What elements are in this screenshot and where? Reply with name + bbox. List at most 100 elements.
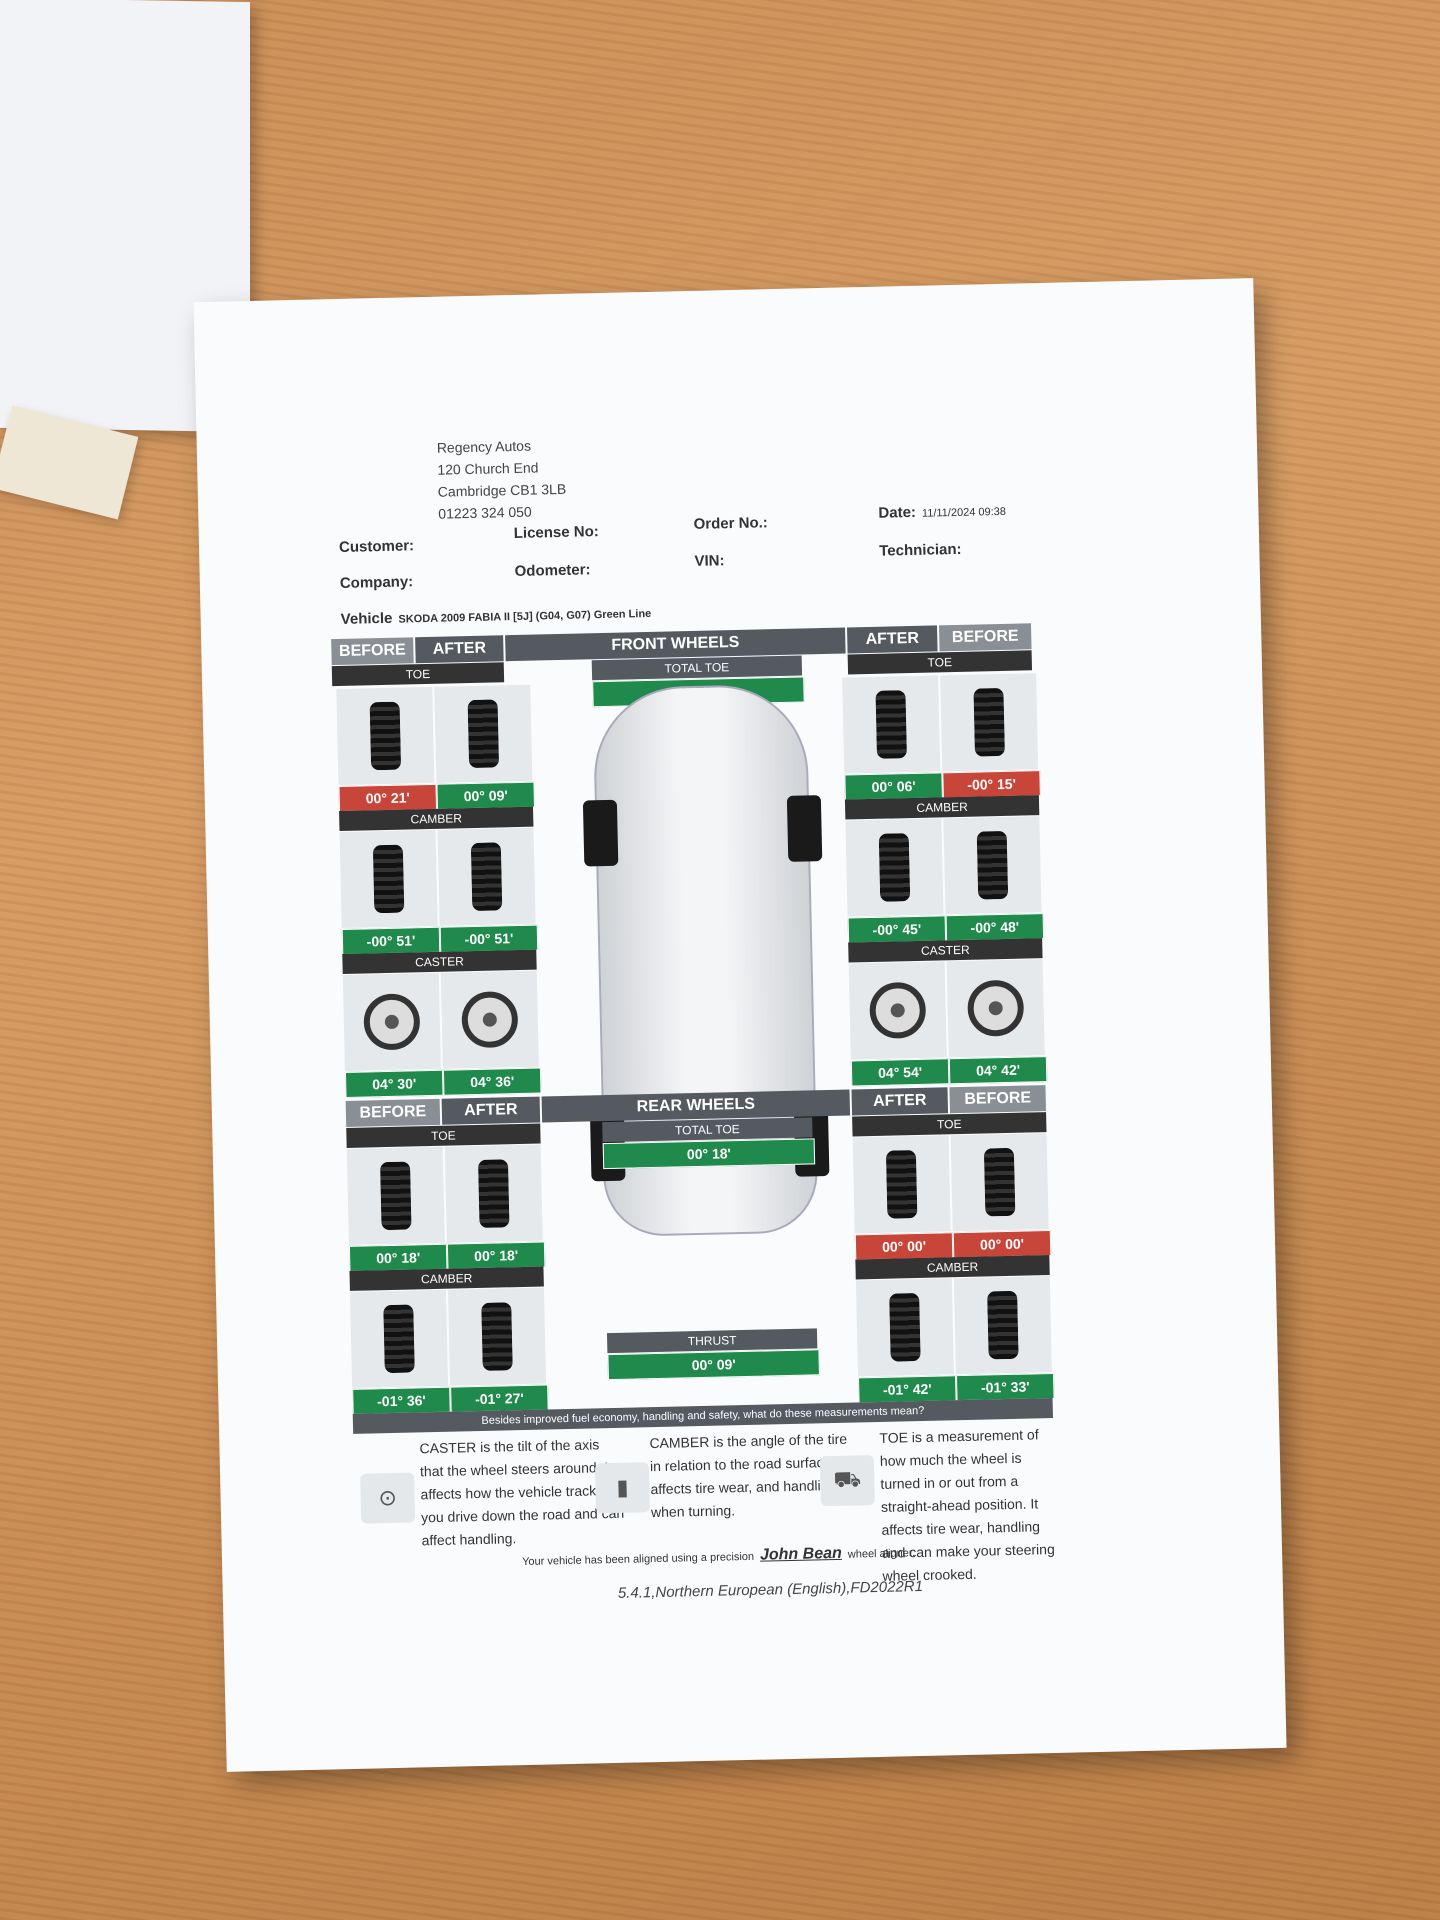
front-right-camber-before-value: -00° 48'	[945, 913, 1045, 942]
shop-street: 120 Church End	[437, 459, 539, 478]
rear-left-camber-before-value: -01° 36'	[352, 1386, 451, 1415]
toe-car-icon: ⛟	[819, 1455, 875, 1507]
technician-label: Technician:	[879, 540, 962, 560]
shop-name: Regency Autos	[436, 437, 532, 456]
software-version: 5.4.1,Northern European (English),FD2022…	[617, 1577, 924, 1602]
front-right-toe-after-image	[842, 675, 941, 774]
wheel-icon	[461, 991, 519, 1049]
rear-left-after-header: AFTER	[441, 1096, 541, 1125]
date-field: Date: 11/11/2024 09:38	[878, 502, 1006, 522]
customer-label: Customer:	[338, 537, 415, 556]
front-right-caster-before-image	[946, 959, 1045, 1058]
tire-icon	[878, 833, 911, 902]
tire-icon	[973, 687, 1005, 757]
front-left-toe-after-value: 00° 09'	[436, 781, 536, 810]
rear-right-camber-before-value: -01° 33'	[956, 1372, 1055, 1402]
front-left-camber-after-value: -00° 51'	[439, 924, 539, 953]
front-right-toe-before-value: -00° 15'	[942, 770, 1041, 799]
thrust-value: 00° 09'	[607, 1349, 820, 1381]
front-left-toe-before-value: 00° 21'	[338, 783, 438, 813]
rear-right-toe-before-image	[950, 1133, 1049, 1232]
tire-icon	[987, 1290, 1019, 1360]
shop-phone: 01223 324 050	[438, 503, 532, 522]
tire-icon	[470, 842, 503, 912]
rear-right-after-header: AFTER	[851, 1087, 949, 1116]
front-right-after-header: AFTER	[847, 625, 938, 654]
tire-icon	[372, 844, 405, 914]
vin-label: VIN:	[694, 552, 725, 570]
rear-left-before-header: BEFORE	[345, 1098, 441, 1127]
rear-left-camber-before-image	[349, 1289, 449, 1388]
footer-prefix: Your vehicle has been aligned using a pr…	[521, 1550, 755, 1569]
rear-left-toe-after-image	[444, 1144, 543, 1243]
front-left-toe-before-image	[336, 686, 435, 786]
rear-right-toe-before-value: 00° 00'	[952, 1230, 1052, 1259]
front-right-toe-before-image	[940, 673, 1039, 772]
front-left-camber-after-image	[437, 827, 536, 926]
camber-tire-icon: ▮	[594, 1462, 651, 1514]
front-left-caster-before-value: 04° 30'	[344, 1069, 444, 1098]
tire-icon	[467, 699, 500, 769]
tire-icon	[889, 1293, 921, 1362]
front-right-caster-after-value: 04° 54'	[850, 1058, 950, 1087]
tire-icon	[976, 830, 1009, 900]
tire-icon	[885, 1150, 918, 1219]
front-left-caster-before-image	[342, 972, 441, 1071]
front-left-before-header: BEFORE	[331, 637, 414, 666]
tire-icon	[369, 701, 402, 771]
license-label: License No:	[513, 523, 599, 543]
date-value: 11/11/2024 09:38	[921, 505, 1007, 520]
tire-icon	[383, 1304, 415, 1374]
vehicle-value: SKODA 2009 FABIA II [5J] (G04, G07) Gree…	[398, 607, 652, 626]
front-left-caster-after-value: 04° 36'	[442, 1067, 542, 1096]
rear-right-toe-after-image	[852, 1135, 951, 1234]
rear-right-camber-after-image	[855, 1278, 954, 1377]
wheel-icon	[363, 993, 421, 1051]
company-label: Company:	[339, 573, 414, 592]
rear-left-toe-before-image	[346, 1146, 445, 1245]
wheel-icon	[967, 979, 1025, 1037]
front-right-caster-after-image	[848, 961, 947, 1060]
rear-left-toe-before-value: 00° 18'	[348, 1243, 448, 1272]
caster-wheel-icon: ⊙	[360, 1472, 416, 1524]
front-right-camber-after-value: -00° 45'	[847, 915, 947, 944]
front-right-camber-before-image	[943, 816, 1042, 915]
tire-icon	[875, 690, 907, 759]
rear-right-toe-after-value: 00° 00'	[854, 1232, 954, 1261]
brand-logo: John Bean	[759, 1544, 842, 1564]
shop-address: Regency Autos 120 Church End Cambridge C…	[437, 434, 567, 525]
rear-right-camber-after-value: -01° 42'	[858, 1375, 957, 1404]
front-left-toe-header: TOE	[331, 662, 505, 687]
tire-icon	[481, 1302, 513, 1371]
odometer-label: Odometer:	[514, 561, 591, 580]
tire-icon	[477, 1159, 510, 1228]
front-left-toe-after-image	[434, 684, 533, 783]
rear-total-toe-value: 00° 18'	[602, 1138, 816, 1170]
front-left-after-header: AFTER	[415, 635, 504, 664]
front-left-camber-before-value: -00° 51'	[341, 926, 441, 956]
date-label: Date:	[878, 503, 917, 522]
front-right-toe-header: TOE	[847, 650, 1033, 675]
car-front-right-wheel	[786, 795, 823, 862]
shop-city: Cambridge CB1 3LB	[437, 480, 567, 500]
rear-left-toe-after-value: 00° 18'	[446, 1241, 546, 1270]
front-right-caster-before-value: 04° 42'	[948, 1056, 1048, 1085]
order-label: Order No.:	[693, 514, 768, 533]
vehicle-line: Vehicle SKODA 2009 FABIA II [5J] (G04, G0…	[341, 604, 652, 628]
tire-icon	[983, 1147, 1016, 1217]
vehicle-label: Vehicle	[340, 609, 393, 628]
footer-suffix: wheel aligner.	[847, 1547, 916, 1561]
wheel-icon	[869, 981, 927, 1040]
rear-right-before-header: BEFORE	[949, 1085, 1047, 1114]
tire-icon	[380, 1161, 412, 1231]
alignment-report: Regency Autos 120 Church End Cambridge C…	[193, 278, 1287, 1772]
car-front-left-wheel	[582, 799, 619, 867]
front-right-camber-after-image	[845, 818, 944, 917]
front-left-caster-after-image	[440, 970, 539, 1069]
front-right-toe-after-value: 00° 06'	[844, 772, 943, 801]
rear-right-camber-before-image	[953, 1276, 1052, 1375]
rear-left-camber-after-value: -01° 27'	[450, 1384, 549, 1413]
toe-explanation: TOE is a measurement of how much the whe…	[879, 1426, 1055, 1584]
rear-left-camber-after-image	[447, 1287, 547, 1386]
front-right-before-header: BEFORE	[938, 623, 1032, 652]
